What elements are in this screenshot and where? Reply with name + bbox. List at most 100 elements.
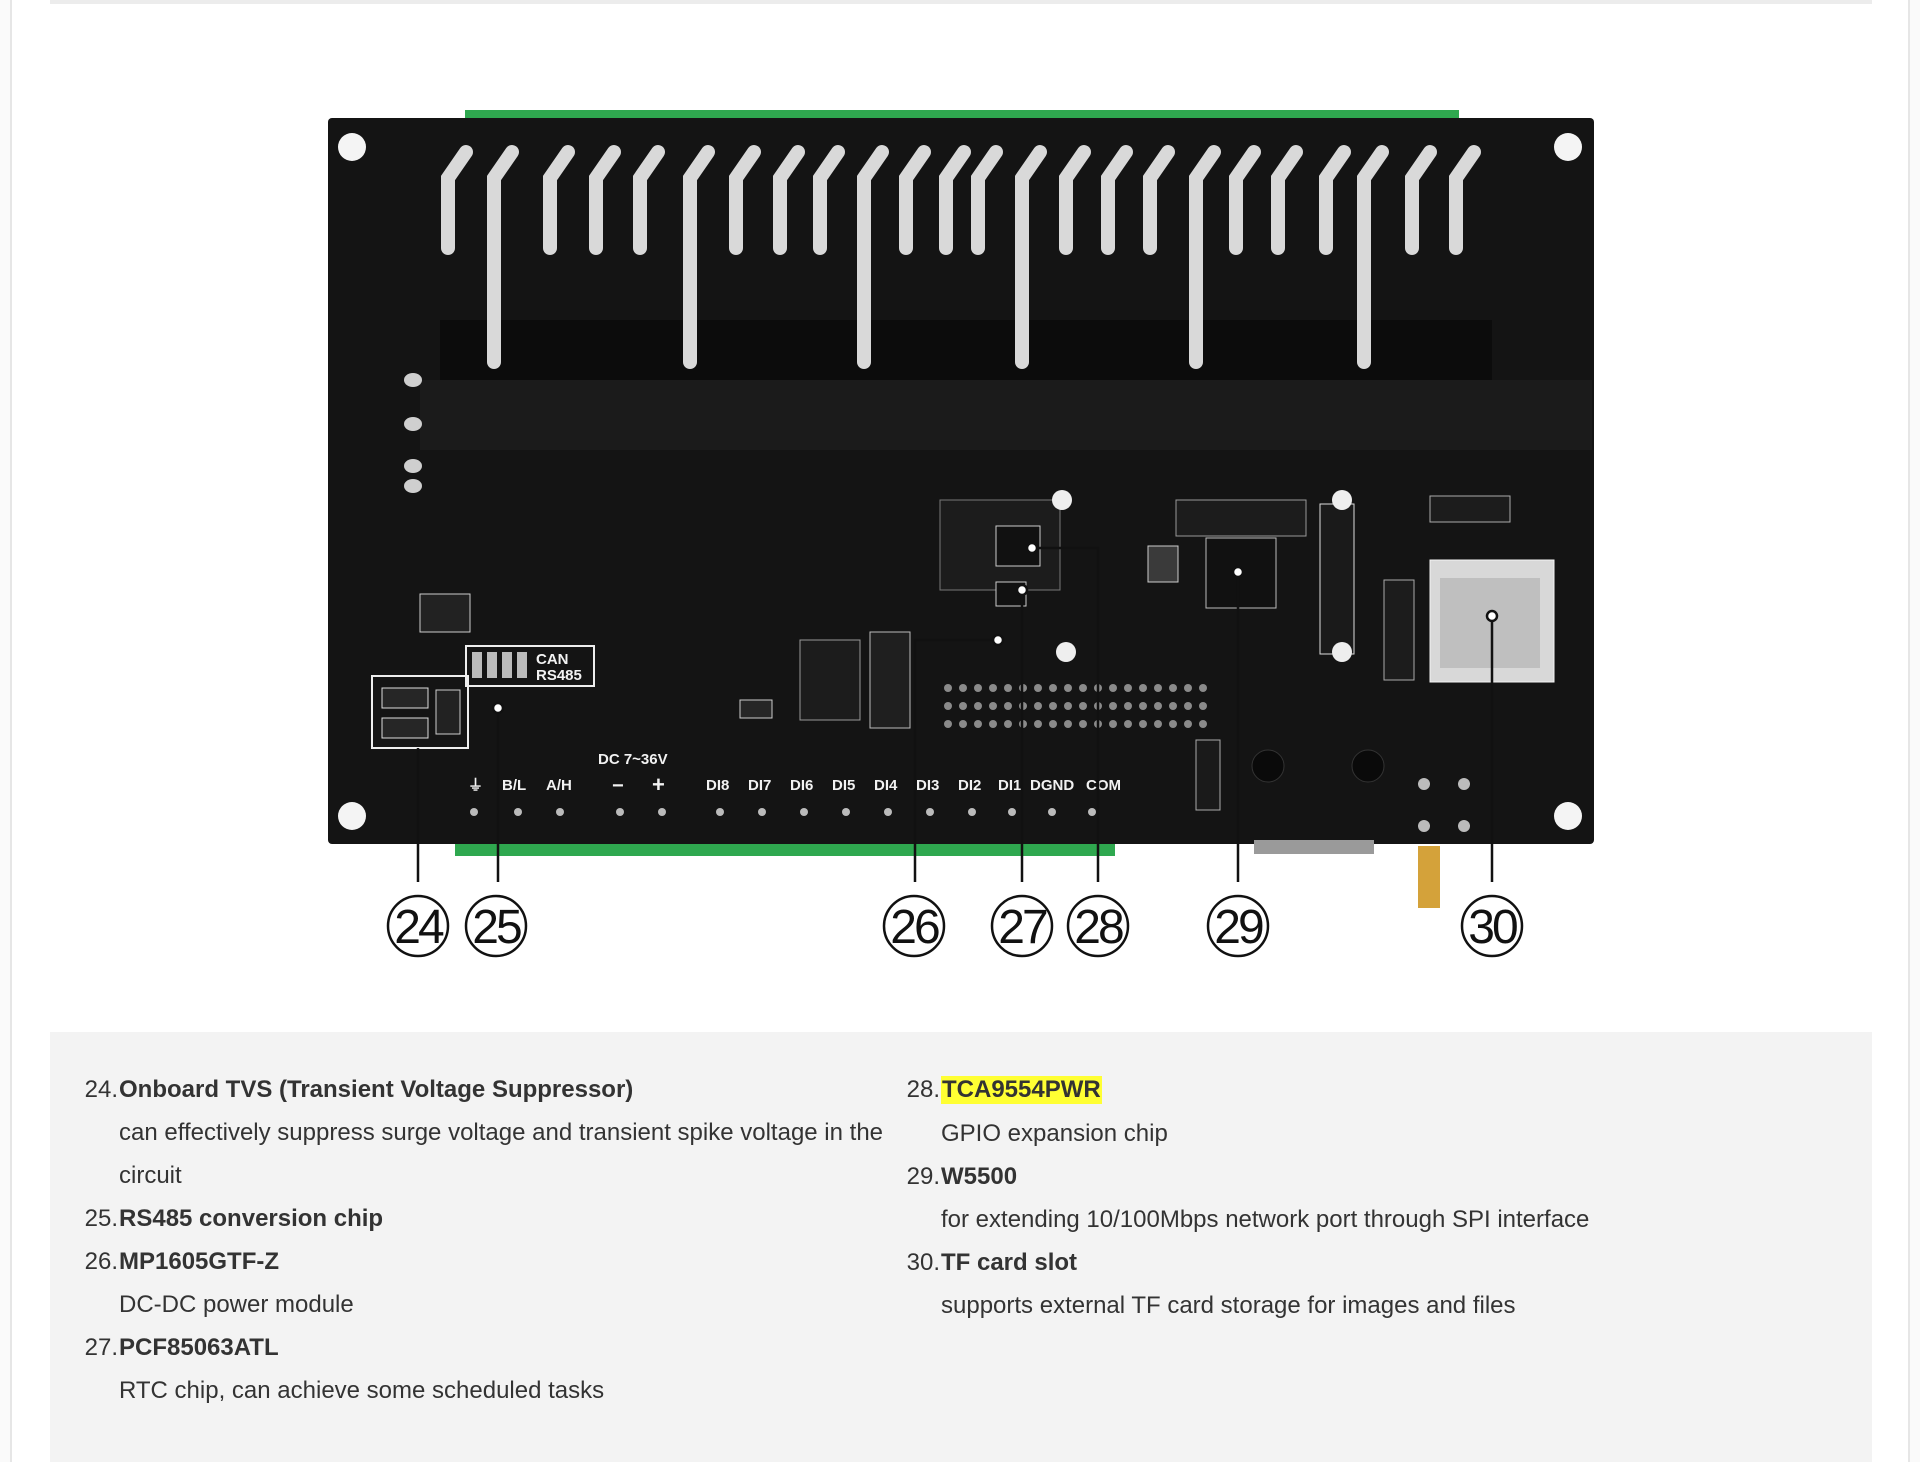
item-description: for extending 10/100Mbps network port th… [941, 1206, 1590, 1233]
callout-circle [464, 894, 528, 958]
silk-rs485: RS485 [536, 667, 582, 684]
header-pad [1199, 702, 1207, 710]
terminal-pad [514, 808, 522, 816]
relay-lead [1015, 145, 1047, 369]
tvs-outline [371, 675, 469, 749]
item-title: Onboard TVS (Transient Voltage Suppresso… [119, 1076, 634, 1103]
relay-lead [1449, 145, 1481, 255]
item-title: PCF85063ATL [119, 1334, 279, 1361]
relay-lead [1059, 145, 1091, 255]
header-pad [1004, 702, 1012, 710]
silk-di-pin: DI6 [790, 777, 813, 794]
callout-circle [1066, 894, 1130, 958]
top-divider [50, 0, 1872, 4]
silk-di-pin: DI5 [832, 777, 855, 794]
callout-line-26 [913, 638, 998, 882]
callout-line-28 [1032, 546, 1100, 882]
passive-row-2 [1429, 495, 1511, 523]
terminal-pad [616, 808, 624, 816]
callout-number: 25 [472, 901, 521, 954]
header-pad [1004, 684, 1012, 692]
header-pad [1184, 702, 1192, 710]
terminal-pad [716, 808, 724, 816]
header-pad [1154, 684, 1162, 692]
callout-number: 26 [890, 901, 939, 954]
relay-leads [441, 145, 1481, 369]
fiducial [1052, 490, 1072, 510]
tf-card-slot-inner [1440, 578, 1540, 668]
header-pad [1169, 684, 1177, 692]
header-pad [1169, 720, 1177, 728]
mp1605-ic [869, 631, 911, 729]
relay-lead [441, 145, 473, 255]
crystal [1147, 545, 1179, 583]
terminal-pad [1088, 808, 1096, 816]
silk-can: CAN [536, 651, 569, 668]
description-column-left: 24.Onboard TVS (Transient Voltage Suppre… [78, 1068, 898, 1412]
header-pad [1139, 684, 1147, 692]
header-pad [1109, 720, 1117, 728]
item-number: 24. [84, 1076, 118, 1103]
silk-di-pin: DI3 [916, 777, 939, 794]
fiducial [1332, 642, 1352, 662]
relay-lead [1229, 145, 1261, 255]
dip-switch [472, 652, 527, 678]
item-description: circuit [119, 1162, 182, 1189]
item-title: MP1605GTF-Z [119, 1248, 280, 1275]
terminal-pad [926, 808, 934, 816]
relay-lead [683, 145, 715, 369]
header-pad [944, 702, 952, 710]
item-number: 28. [906, 1076, 940, 1103]
tvs-diode [381, 717, 429, 739]
terminal-pad [758, 808, 766, 816]
header-pad [1049, 720, 1057, 728]
header-pad [1004, 720, 1012, 728]
mounting-hole [338, 133, 366, 161]
passive-row [1175, 499, 1307, 537]
header-pad [1049, 684, 1057, 692]
header-pad [1124, 702, 1132, 710]
antenna-pads [1418, 778, 1470, 832]
header-pad [1064, 702, 1072, 710]
silk-dc-plus: + [652, 772, 665, 797]
ethernet-jack [1254, 840, 1374, 854]
header-pad [1124, 684, 1132, 692]
terminal-pads [470, 808, 1096, 816]
header-pad [959, 684, 967, 692]
silk-dc-voltage: DC 7~36V [598, 751, 668, 768]
silk-di-pin: DI4 [874, 777, 898, 794]
header-pad [1079, 720, 1087, 728]
terminal-pad [842, 808, 850, 816]
inductor [739, 699, 773, 719]
relay-lead [773, 145, 805, 255]
header-pad [1199, 720, 1207, 728]
standoff [1251, 749, 1285, 783]
header-pad [1139, 702, 1147, 710]
header-pad [989, 720, 997, 728]
header-pad [1034, 720, 1042, 728]
header-pad [1184, 684, 1192, 692]
header-pad [959, 702, 967, 710]
terminal-pad [1048, 808, 1056, 816]
item-number: 25. [84, 1205, 118, 1232]
callout-number: 30 [1468, 901, 1517, 954]
header-pad [1154, 702, 1162, 710]
passive-array [799, 639, 861, 721]
silk-di-pin: DI1 [998, 777, 1021, 794]
header-pad [1169, 702, 1177, 710]
passive-col [1383, 579, 1415, 681]
terminal-pad [800, 808, 808, 816]
header-pad [1184, 720, 1192, 728]
relay-lead [971, 145, 1003, 255]
silk-rs485-pin: ⏚ [468, 777, 483, 794]
relay-lead [487, 145, 519, 369]
item-number: 27. [84, 1334, 118, 1361]
header-pad [1154, 720, 1162, 728]
relay-lead [1319, 145, 1351, 255]
mounting-hole [338, 802, 366, 830]
relay-lead [633, 145, 665, 255]
